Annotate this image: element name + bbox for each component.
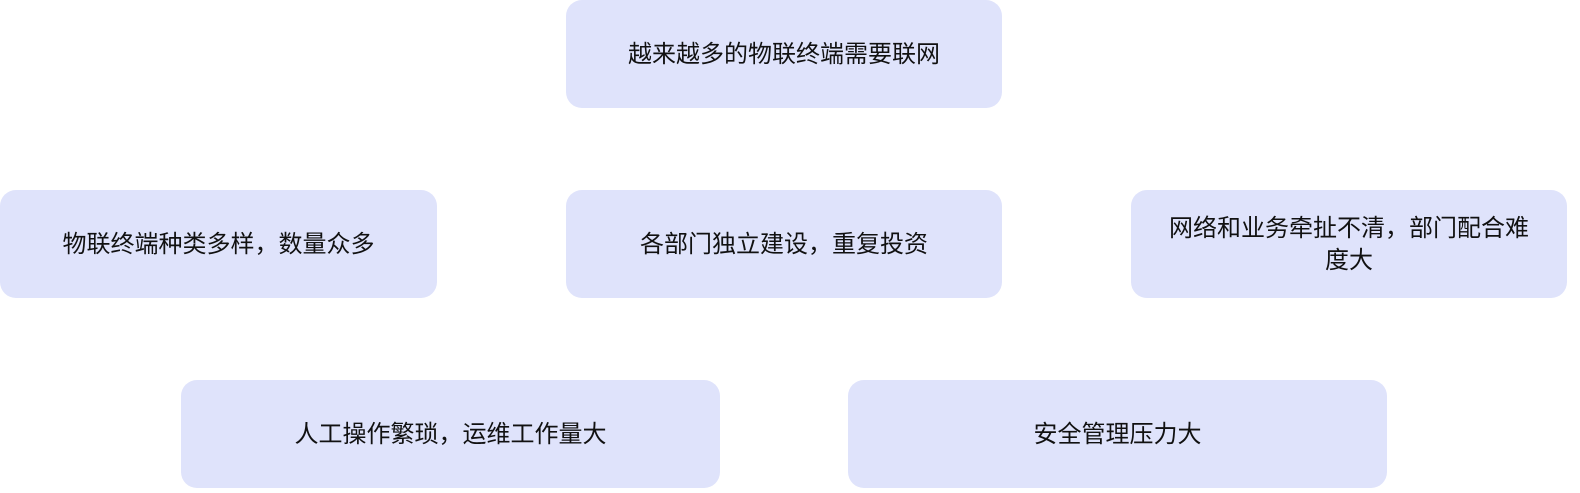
node-label: 越来越多的物联终端需要联网 (628, 40, 940, 68)
node-diverse-terminals: 物联终端种类多样，数量众多 (0, 190, 437, 298)
node-label: 人工操作繁琐，运维工作量大 (294, 420, 607, 448)
node-coordination: 网络和业务牵扯不清，部门配合难度大 (1131, 190, 1567, 298)
node-manual-ops: 人工操作繁琐，运维工作量大 (181, 380, 720, 488)
node-label: 网络和业务牵扯不清，部门配合难度大 (1169, 214, 1529, 274)
node-root: 越来越多的物联终端需要联网 (566, 0, 1002, 108)
node-label: 安全管理压力大 (1033, 420, 1202, 448)
node-label: 物联终端种类多样，数量众多 (62, 230, 375, 258)
node-independent-build: 各部门独立建设，重复投资 (566, 190, 1002, 298)
node-security: 安全管理压力大 (848, 380, 1387, 488)
node-label: 各部门独立建设，重复投资 (640, 230, 928, 258)
